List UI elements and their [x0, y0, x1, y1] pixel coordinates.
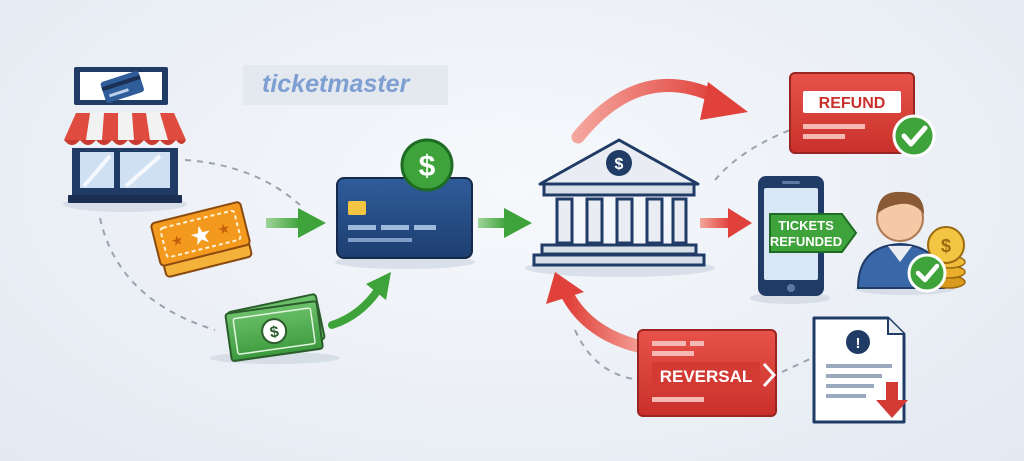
arrow-bank-to-refund	[571, 79, 748, 144]
ticket-star-small: ★	[171, 233, 185, 249]
bank-dollar: $	[615, 156, 624, 173]
reversal-label: REVERSAL	[660, 367, 753, 386]
alert-mark: !	[856, 335, 861, 352]
storefront-icon	[64, 67, 186, 203]
tickets-label: TICKETS	[778, 218, 834, 233]
tickets-refunded-badge: TICKETS REFUNDED	[769, 213, 858, 253]
coin-dollar: $	[941, 236, 951, 256]
reversal-card: REVERSAL	[637, 329, 777, 417]
arrow-tickets-to-card	[266, 208, 326, 238]
red-arrows	[546, 79, 752, 355]
arrow-reversal-to-bank	[546, 272, 653, 355]
arrow-card-to-bank	[478, 208, 532, 238]
arrow-cash-to-card	[328, 272, 391, 329]
bank-icon: $	[532, 138, 706, 267]
customer-icon: $	[856, 191, 966, 293]
ticket-star-small: ★	[217, 221, 231, 237]
refund-card: REFUND	[789, 72, 936, 158]
down-arrow-icon	[876, 382, 908, 418]
credit-card-icon: $	[336, 138, 473, 259]
tickets-icon: ★ ★ ★	[150, 201, 253, 278]
phone-icon: TICKETS REFUNDED	[758, 176, 858, 296]
bill-dollar: $	[269, 324, 280, 342]
sign-card-icon	[100, 71, 144, 103]
document-icon: !	[812, 316, 908, 424]
card-coin-dollar: $	[419, 150, 436, 183]
cash-icon: $	[224, 293, 326, 362]
refund-label: REFUND	[819, 95, 886, 112]
ticketmaster-logo: ticketmaster	[243, 65, 448, 105]
dashed-connectors	[99, 129, 813, 381]
refunded-label: REFUNDED	[770, 234, 842, 249]
green-arrows	[266, 208, 532, 329]
logo-text: ticketmaster	[262, 70, 411, 98]
arrow-bank-to-phone	[700, 208, 752, 238]
